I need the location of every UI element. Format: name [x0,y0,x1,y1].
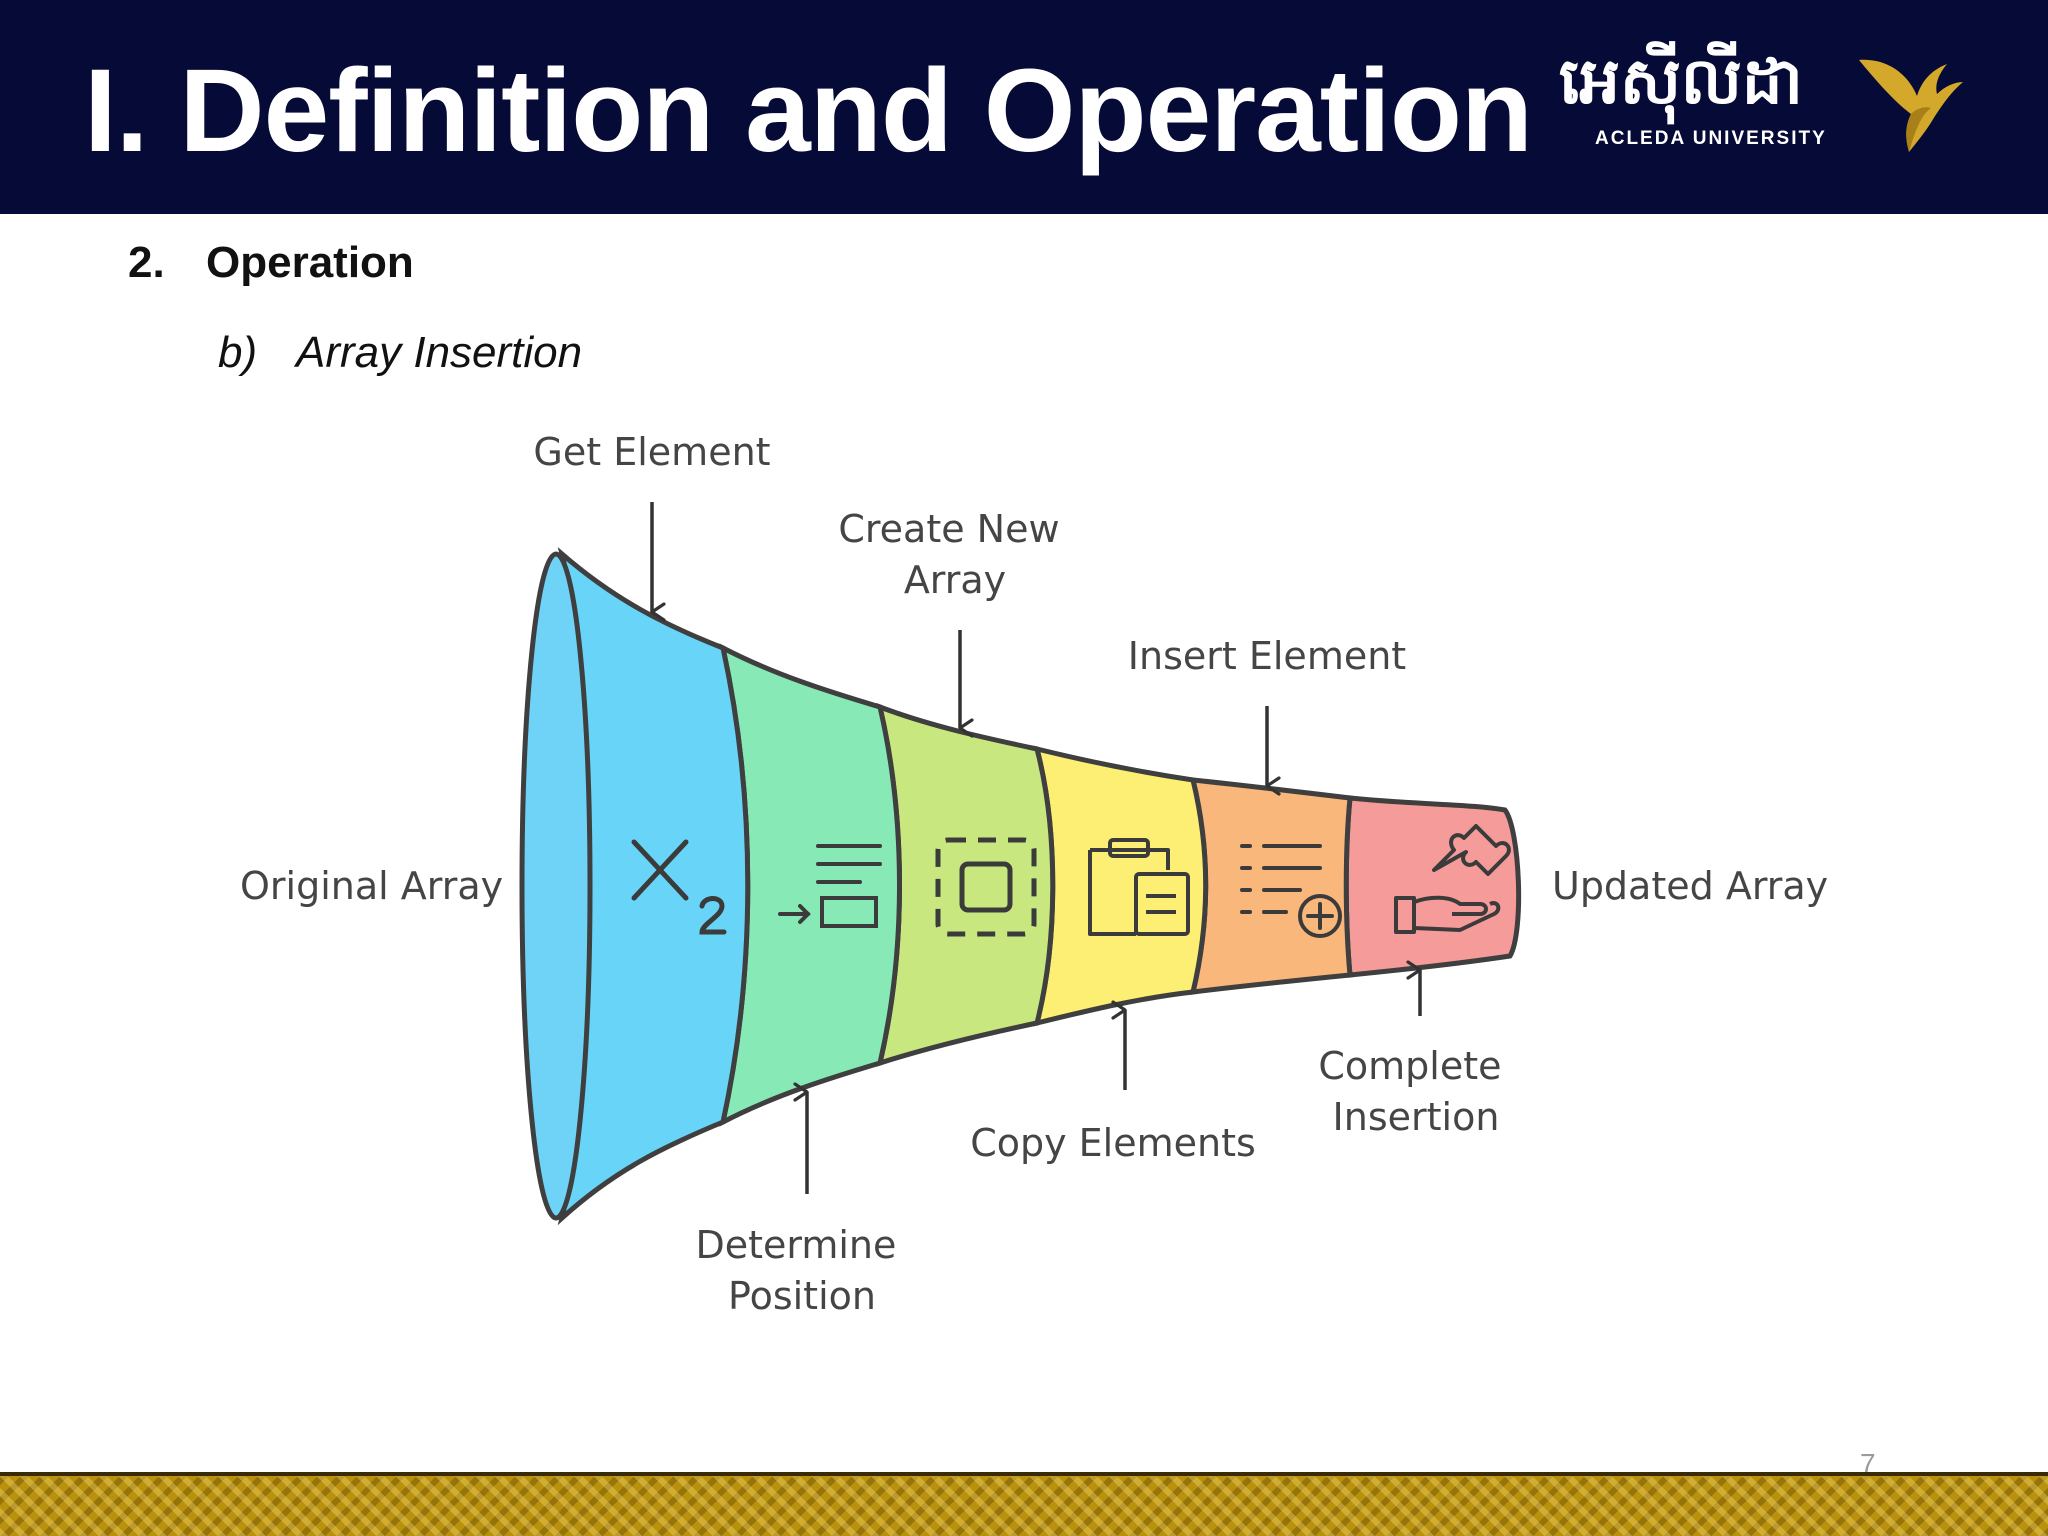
create-new-array-line-2: Array [904,558,1006,602]
get-element-label: Get Element [533,430,770,474]
determine-position-line-1: Determine [695,1223,896,1267]
complete-insertion-line-1: Complete [1318,1044,1501,1088]
funnel-mouth [522,554,590,1218]
stage-3-segment [880,707,1053,1063]
copy-elements-label: Copy Elements [970,1121,1256,1165]
stage-4-segment [1037,749,1206,1023]
stage-6-segment [1346,798,1518,975]
updated-array-label: Updated Array [1552,864,1828,908]
original-array-label: Original Array [240,864,503,908]
create-new-array-line-1: Create New [838,507,1059,551]
insert-element-label: Insert Element [1128,634,1406,678]
determine-position-line-2: Position [728,1274,876,1318]
complete-insertion-line-2: Insertion [1333,1095,1500,1139]
stage-5-segment [1193,780,1350,992]
create-new-array-label: Create New Array [838,507,1071,602]
complete-insertion-label: Complete Insertion [1318,1044,1513,1139]
footer-pattern-band [0,1476,2048,1536]
determine-position-label: Determine Position [695,1223,908,1318]
